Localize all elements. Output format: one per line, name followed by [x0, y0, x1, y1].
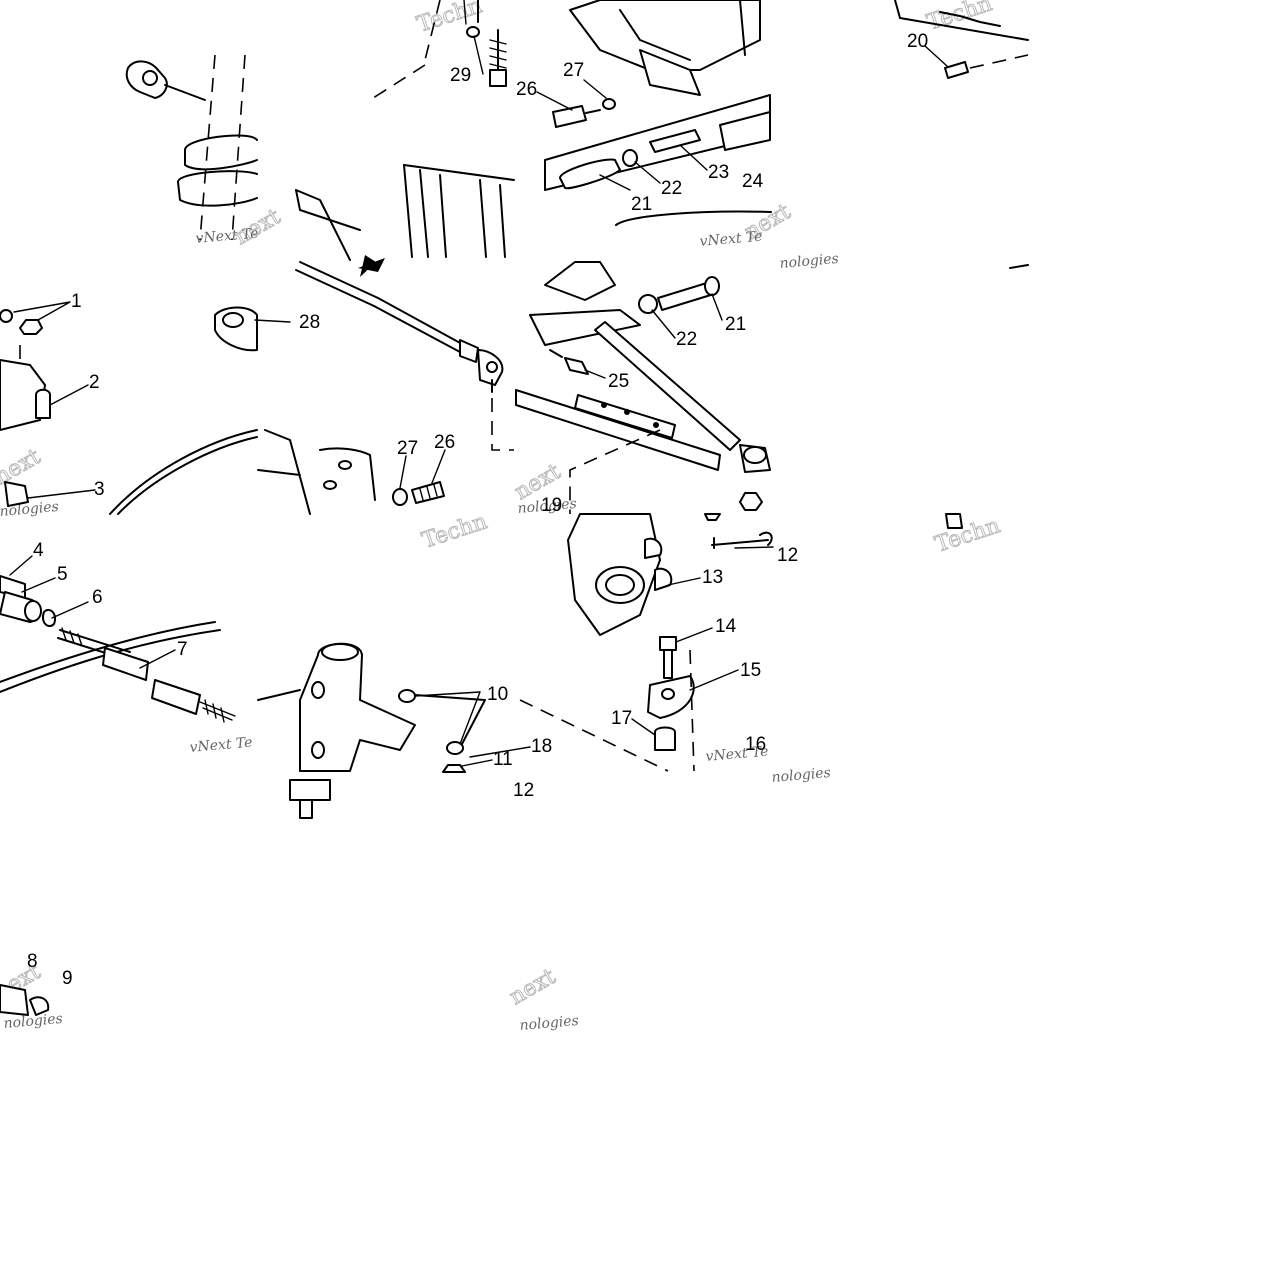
watermark: Techn: [924, 0, 995, 36]
watermark: vNext Te: [699, 229, 763, 250]
watermark: nologies: [779, 251, 839, 272]
watermark: vNext Te: [195, 226, 259, 247]
callout-label: 1: [71, 291, 82, 312]
callout-label: 27: [397, 438, 418, 459]
watermark: nologies: [517, 496, 577, 517]
tile-middle-center-right: [515, 261, 771, 514]
tile-upper-right: [894, 0, 1029, 269]
callout-label: 25: [608, 371, 629, 392]
tile-upper-center: [295, 0, 515, 261]
callout-label: 14: [715, 616, 737, 637]
callout-label: 28: [299, 312, 320, 333]
callout-label: 19: [541, 495, 562, 516]
tile-lower-right: [945, 513, 963, 529]
watermark: nologies: [519, 1013, 579, 1034]
callout-label: 8: [27, 951, 38, 972]
callout-label: 7: [177, 639, 188, 660]
callout-label: 6: [92, 587, 103, 608]
callout-label: 20: [907, 31, 928, 52]
tile-middle-left: [0, 306, 258, 515]
callout-label: 18: [531, 736, 552, 757]
callout-label: 13: [702, 567, 723, 588]
callout-label: 12: [777, 545, 798, 566]
callout-label: 5: [57, 564, 68, 585]
tile-lower-center-right: [567, 513, 773, 772]
callout-label: 9: [62, 968, 73, 989]
watermarks: Techn Techn Techn Techn next next next n…: [0, 0, 1004, 1034]
callout-label: 17: [611, 708, 632, 729]
callout-label: 15: [740, 660, 761, 681]
callout-label: 11: [493, 749, 513, 770]
callout-label: 29: [450, 65, 471, 86]
callout-label: 10: [487, 684, 508, 705]
tile-lower-left: [0, 575, 236, 723]
watermark: nologies: [771, 765, 831, 786]
callout-labels: 1 2 3 4 5 6 7 8 9 10 11 12 12 13 14 15 1…: [27, 31, 928, 989]
callout-label: 2: [89, 372, 100, 393]
callout-label: 3: [94, 479, 105, 500]
callout-label: 24: [742, 171, 764, 192]
tile-upper-center-right: [544, 0, 772, 226]
tile-lower-center: [257, 642, 669, 819]
callout-label: 22: [676, 329, 697, 350]
watermark: next: [506, 964, 561, 1010]
tile-middle-center: [257, 255, 514, 515]
callout-label: 4: [33, 540, 44, 561]
watermark: vNext Te: [705, 744, 769, 765]
callout-label: 16: [745, 734, 766, 755]
leader-lines: [9, 0, 948, 767]
watermark: nologies: [3, 1011, 63, 1032]
tile-upper-left: [125, 54, 258, 241]
watermark: Techn: [932, 513, 1003, 557]
watermark: Techn: [419, 509, 490, 553]
callout-label: 12: [513, 780, 534, 801]
watermark: vNext Te: [189, 735, 253, 756]
callout-label: 27: [563, 60, 584, 81]
callout-label: 21: [725, 314, 746, 335]
callout-label: 23: [708, 162, 729, 183]
callout-label: 21: [631, 194, 652, 215]
callout-label: 22: [661, 178, 682, 199]
callout-label: 26: [516, 79, 537, 100]
callout-label: 26: [434, 432, 455, 453]
tile-bottom-left: [0, 984, 50, 1016]
